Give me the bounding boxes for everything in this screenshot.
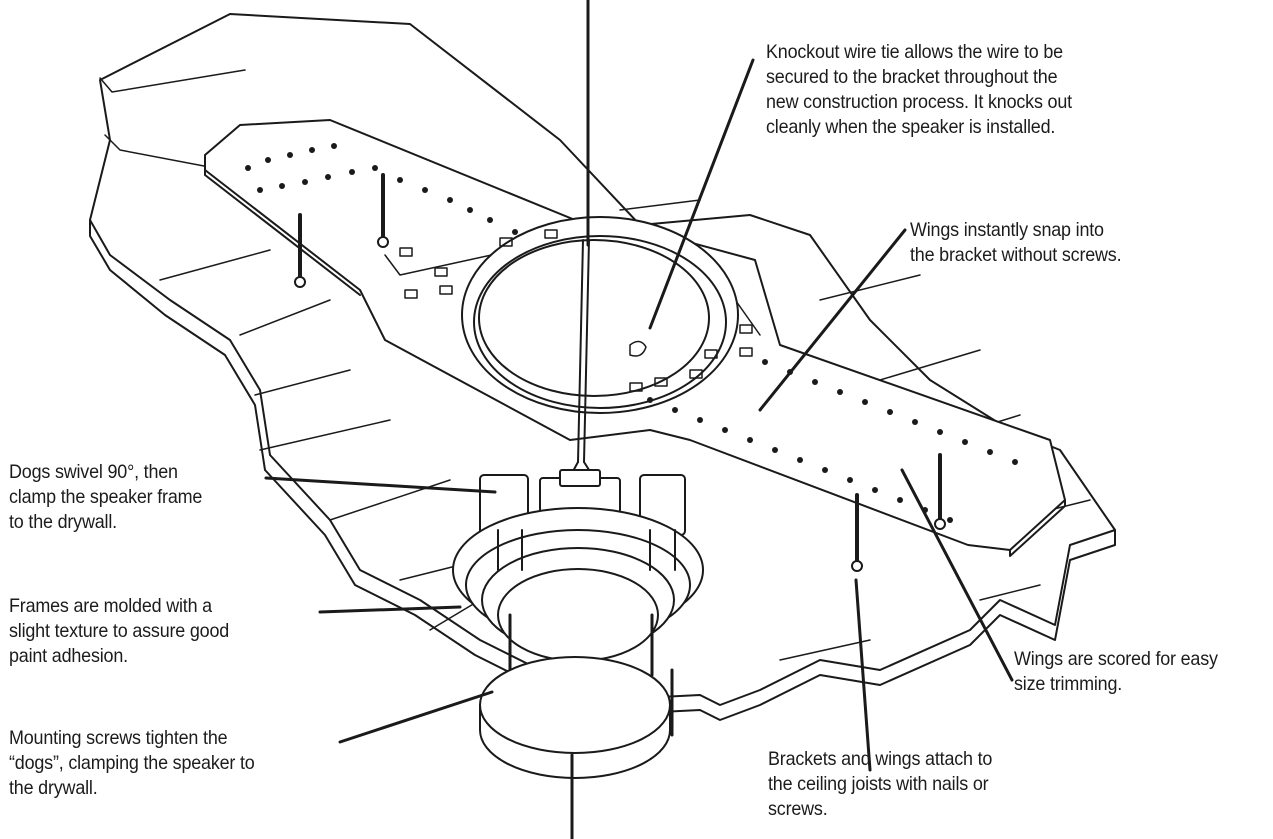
- callout-frames-molded: Frames are molded with a slight texture …: [9, 594, 229, 669]
- callout-line: Dogs swivel 90°, then: [9, 461, 178, 483]
- callout-line: the ceiling joists with nails or: [768, 773, 989, 795]
- leader-lines: [264, 0, 1014, 839]
- callout-line: Knockout wire tie allows the wire to be: [766, 41, 1063, 63]
- screw-top-left-2: [294, 213, 306, 288]
- callout-line: Mounting screws tighten the: [9, 727, 228, 749]
- callout-line: new construction process. It knocks out: [766, 91, 1072, 113]
- callout-line: “dogs”, clamping the speaker to: [9, 752, 255, 774]
- callout-line: Frames are molded with a: [9, 595, 212, 617]
- speaker-frame: [452, 469, 704, 662]
- callout-line: the bracket without screws.: [910, 244, 1122, 266]
- bracket-holes: [245, 143, 1018, 523]
- callout-mounting-screws: Mounting screws tighten the “dogs”, clam…: [9, 726, 255, 801]
- callout-wings-scored: Wings are scored for easy size trimming.: [1014, 647, 1218, 697]
- callout-knockout-wire-tie: Knockout wire tie allows the wire to be …: [766, 40, 1072, 140]
- callout-line: paint adhesion.: [9, 645, 128, 667]
- callout-line: secured to the bracket throughout the: [766, 66, 1058, 88]
- callout-line: Wings are scored for easy: [1014, 648, 1218, 670]
- callout-brackets-attach: Brackets and wings attach to the ceiling…: [768, 747, 992, 822]
- callout-dogs-swivel: Dogs swivel 90°, then clamp the speaker …: [9, 460, 202, 535]
- bracket-ring: [461, 216, 739, 414]
- callout-line: slight texture to assure good: [9, 620, 230, 642]
- callout-line: to the drywall.: [9, 511, 117, 533]
- callout-line: clamp the speaker frame: [9, 486, 203, 508]
- callout-line: Brackets and wings attach to: [768, 748, 993, 770]
- callout-line: cleanly when the speaker is installed.: [766, 116, 1056, 138]
- callout-line: size trimming.: [1014, 673, 1123, 695]
- callout-line: the drywall.: [9, 777, 98, 799]
- screw-top-left-1: [377, 173, 389, 248]
- wire-tie-loop: [629, 340, 647, 357]
- callout-wings-snap: Wings instantly snap into the bracket wi…: [910, 218, 1122, 268]
- screw-right-2: [851, 493, 863, 572]
- callout-line: screws.: [768, 798, 828, 820]
- bracket-tabs: [399, 229, 753, 392]
- screw-right-1: [934, 453, 946, 530]
- speaker-grille: [479, 656, 671, 779]
- callout-line: Wings instantly snap into: [910, 219, 1104, 241]
